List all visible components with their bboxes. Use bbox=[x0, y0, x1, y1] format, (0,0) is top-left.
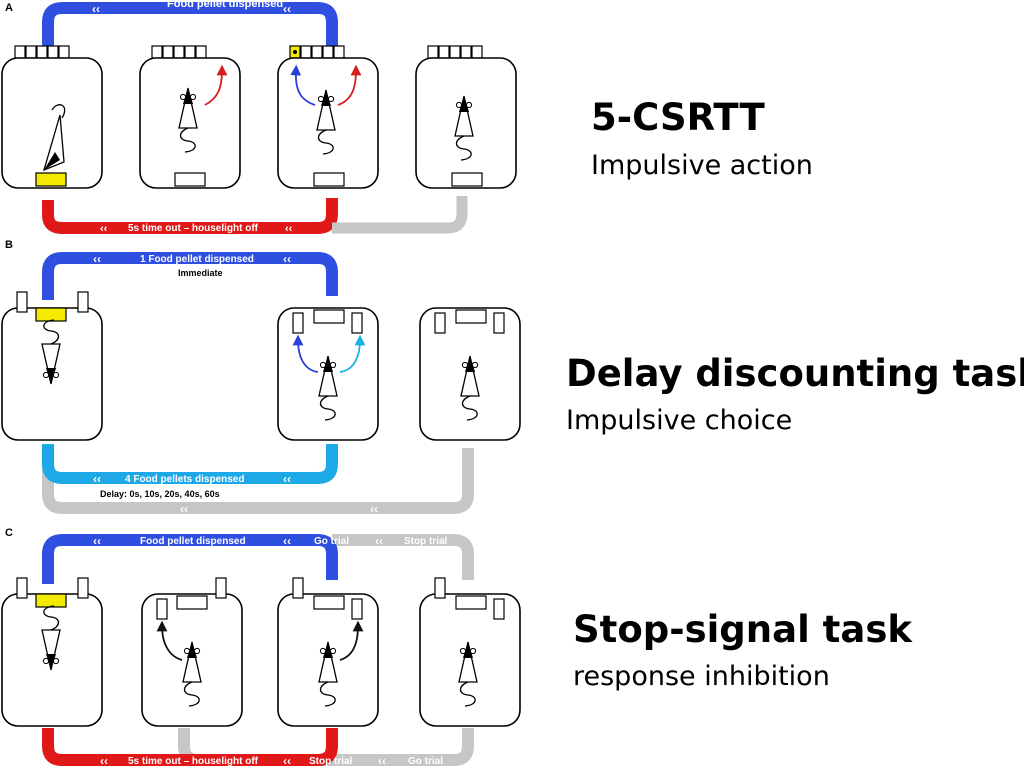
reward-loop-top bbox=[42, 252, 338, 300]
chevrons-icon: ‹‹ bbox=[285, 223, 293, 235]
chevrons-icon: ‹‹ bbox=[93, 252, 101, 266]
chevrons-icon: ‹‹ bbox=[283, 754, 291, 768]
banner-stop-trial-bottom: Stop trial bbox=[309, 756, 353, 767]
chevrons-icon: ‹‹ bbox=[100, 223, 108, 235]
chamber-b2 bbox=[277, 307, 379, 441]
blue-arrow-icon bbox=[290, 64, 316, 106]
chevrons-icon: ‹‹ bbox=[100, 754, 108, 768]
chamber-c1 bbox=[1, 577, 103, 727]
banner-timeout: 5s time out – houselight off bbox=[128, 223, 259, 234]
gray-loop-top bbox=[332, 534, 474, 580]
black-arrow-icon bbox=[156, 620, 183, 661]
red-arrow-icon bbox=[337, 64, 362, 106]
gray-loop-bottom bbox=[42, 444, 474, 514]
chamber-c4 bbox=[419, 577, 521, 727]
chevrons-icon: ‹‹ bbox=[283, 472, 291, 486]
chamber-b3 bbox=[419, 307, 521, 441]
chamber-a4 bbox=[415, 45, 517, 189]
chevrons-icon: ‹‹ bbox=[378, 754, 386, 768]
chamber-a1 bbox=[1, 45, 103, 189]
label-immediate: Immediate bbox=[178, 268, 223, 278]
label-delay: Delay: 0s, 10s, 20s, 40s, 60s bbox=[100, 489, 220, 499]
panel-c: C Food pellet dispensed Go trial Stop tr… bbox=[1, 527, 521, 768]
chamber-c2 bbox=[141, 577, 243, 727]
chevrons-icon: ‹‹ bbox=[92, 2, 100, 16]
chevrons-icon: ‹‹ bbox=[283, 252, 291, 266]
title-delay-discounting: Delay discounting task bbox=[566, 352, 1024, 395]
punish-loop-bottom bbox=[42, 198, 338, 234]
subtitle-impulsive-action: Impulsive action bbox=[591, 150, 813, 181]
banner-go-trial-bottom: Go trial bbox=[408, 756, 443, 767]
subtitle-response-inhibition: response inhibition bbox=[573, 661, 830, 692]
reward-loop-top bbox=[42, 534, 338, 584]
chevrons-icon: ‹‹ bbox=[93, 472, 101, 486]
chevrons-icon: ‹‹ bbox=[283, 534, 291, 548]
chamber-b1 bbox=[1, 291, 103, 441]
banner-timeout: 5s time out – houselight off bbox=[128, 756, 259, 767]
chevrons-icon: ‹‹ bbox=[375, 534, 383, 548]
panel-letter-c: C bbox=[5, 527, 13, 539]
title-stop-signal: Stop-signal task bbox=[573, 608, 912, 651]
chevrons-icon: ‹‹ bbox=[283, 2, 291, 16]
banner-one-pellet: 1 Food pellet dispensed bbox=[140, 254, 254, 265]
panel-letter-b: B bbox=[5, 239, 13, 251]
delay-loop-bottom bbox=[42, 444, 338, 484]
panel-a: A Food pellet dispensed ‹‹ ‹‹ 5s time ou… bbox=[1, 0, 517, 235]
panel-b: B 1 Food pellet dispensed Immediate ‹‹ ‹… bbox=[1, 239, 521, 516]
subtitle-impulsive-choice: Impulsive choice bbox=[566, 405, 793, 436]
title-5-csrtt: 5-CSRTT bbox=[591, 96, 765, 139]
chevrons-icon: ‹‹ bbox=[93, 534, 101, 548]
banner-stop-trial-top: Stop trial bbox=[404, 536, 448, 547]
banner-food-pellet: Food pellet dispensed bbox=[140, 536, 246, 547]
banner-four-pellets: 4 Food pellets dispensed bbox=[125, 474, 244, 485]
punish-loop-bottom bbox=[42, 728, 338, 766]
red-arrow-icon bbox=[204, 64, 228, 106]
cyan-arrow-icon bbox=[339, 334, 366, 373]
gray-loop-bottom bbox=[332, 196, 468, 234]
chamber-a2 bbox=[139, 45, 241, 189]
chamber-c3 bbox=[277, 577, 379, 727]
chamber-a3 bbox=[277, 45, 379, 189]
reward-loop-top bbox=[42, 2, 338, 50]
banner-food-pellet: Food pellet dispensed bbox=[167, 0, 283, 10]
chevrons-icon: ‹‹ bbox=[370, 502, 378, 516]
panel-letter-a: A bbox=[5, 2, 13, 14]
blue-arrow-icon bbox=[292, 334, 319, 373]
black-arrow-icon bbox=[339, 620, 364, 661]
banner-go-trial-top: Go trial bbox=[314, 536, 349, 547]
chevrons-icon: ‹‹ bbox=[180, 502, 188, 516]
